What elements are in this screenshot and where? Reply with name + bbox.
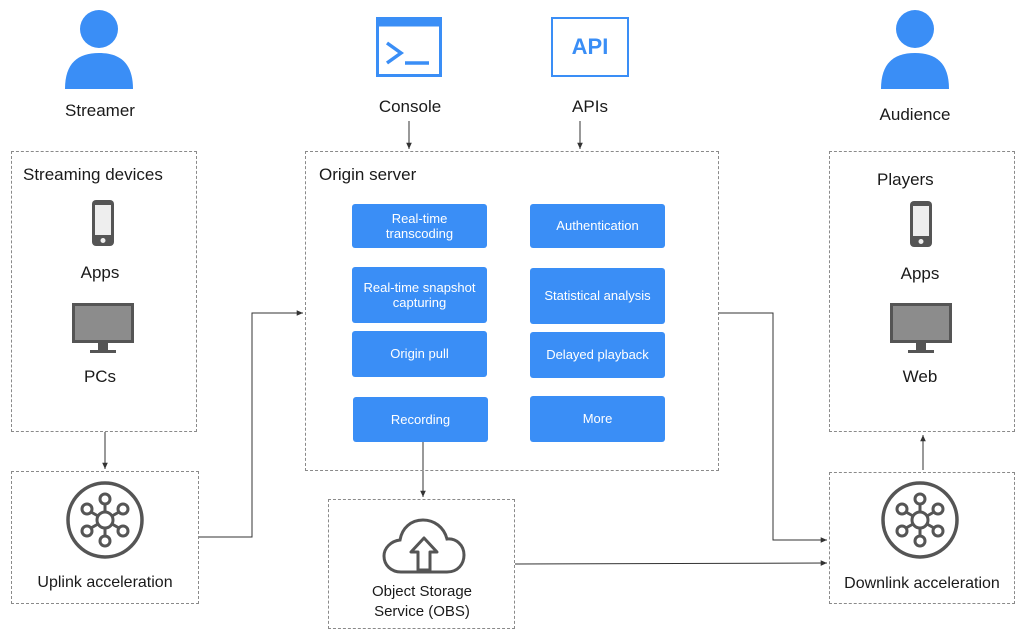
obs-box — [328, 499, 515, 629]
console-label: Console — [378, 97, 442, 116]
players-box — [829, 151, 1015, 432]
function-statistical-analysis: Statistical analysis — [530, 268, 665, 324]
obs-label-line1: Object Storage — [371, 583, 473, 600]
function-real-time-snapshot-capturing: Real-time snapshot capturing — [352, 267, 487, 323]
function-delayed-playback: Delayed playback — [530, 332, 665, 378]
players-web-label: Web — [902, 367, 938, 386]
audience-person-icon — [881, 10, 949, 89]
phone-icon — [92, 200, 114, 246]
origin-server-box — [305, 151, 719, 471]
function-more: More — [530, 396, 665, 442]
obs-label-line2: Service (OBS) — [374, 603, 470, 620]
streamer-label: Streamer — [65, 101, 135, 120]
monitor-icon — [890, 303, 952, 353]
downlink-acceleration-label: Downlink acceleration — [844, 575, 1000, 592]
arrow-obs-downlink — [514, 560, 828, 566]
api-icon: API — [551, 17, 629, 77]
function-recording: Recording — [353, 397, 488, 442]
origin-server-title: Origin server — [319, 165, 417, 184]
streaming-devices-apps-label: Apps — [80, 263, 120, 282]
streamer-person-icon — [65, 10, 133, 89]
streaming-devices-box — [11, 151, 197, 432]
arrow-uplink-origin — [199, 310, 303, 538]
function-authentication: Authentication — [530, 204, 665, 248]
audience-label: Audience — [879, 105, 951, 124]
players-apps-label: Apps — [900, 264, 940, 283]
uplink-acceleration-box — [11, 471, 199, 604]
streaming-devices-pcs-label: PCs — [83, 367, 117, 386]
players-title: Players — [877, 170, 934, 189]
uplink-acceleration-label: Uplink acceleration — [37, 574, 173, 591]
phone-icon — [910, 201, 932, 247]
arrow-origin-downlink — [719, 312, 827, 543]
terminal-icon — [376, 17, 442, 77]
monitor-icon — [72, 303, 134, 353]
cloud-upload-icon — [382, 518, 466, 574]
network-node-icon — [881, 481, 959, 559]
function-real-time-transcoding: Real-time transcoding — [352, 204, 487, 248]
apis-label: APIs — [572, 97, 608, 116]
function-origin-pull: Origin pull — [352, 331, 487, 377]
streaming-devices-title: Streaming devices — [23, 165, 163, 184]
network-node-icon — [66, 481, 144, 559]
